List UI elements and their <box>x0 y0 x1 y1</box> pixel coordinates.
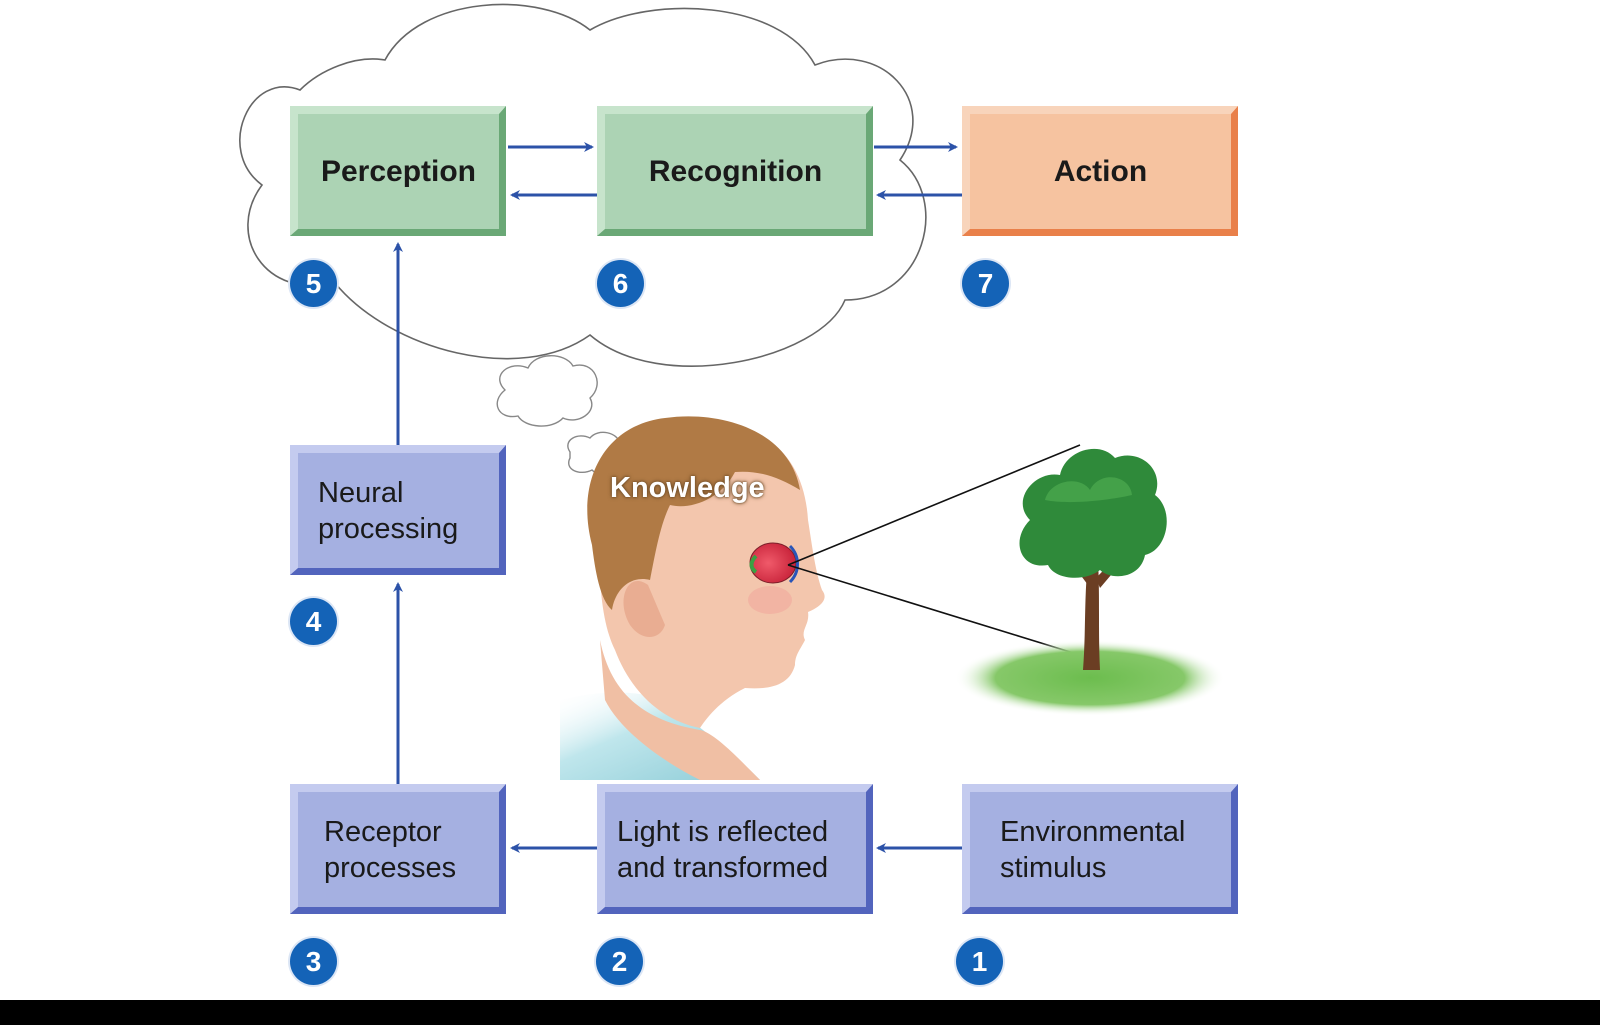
action-box: Action <box>962 106 1238 236</box>
step-badge-3: 3 <box>290 938 337 985</box>
receptor-processes-box: Receptor processes <box>290 784 506 914</box>
environmental-stimulus-box: Environmental stimulus <box>962 784 1238 914</box>
light-reflected-box: Light is reflected and transformed <box>597 784 873 914</box>
step-badge-4: 4 <box>290 598 337 645</box>
recognition-label: Recognition <box>648 154 823 188</box>
diagram-canvas <box>239 3 1225 853</box>
receptor-processes-label: Receptor processes <box>324 815 457 884</box>
bottom-bar <box>0 1000 1600 1025</box>
step-badge-5: 5 <box>290 260 337 307</box>
neural-processing-label: Neural processing <box>318 476 459 545</box>
tree-trunk <box>1083 560 1100 670</box>
hair <box>587 416 800 610</box>
cheek-blush <box>748 586 792 614</box>
head-illustration <box>560 416 825 780</box>
step-badge-2: 2 <box>596 938 643 985</box>
action-label: Action <box>1053 154 1148 188</box>
step-badge-6: 6 <box>597 260 644 307</box>
step-badge-7: 7 <box>962 260 1009 307</box>
knowledge-label: Knowledge <box>610 472 765 504</box>
step-badge-1: 1 <box>956 938 1003 985</box>
perception-label: Perception <box>320 154 477 188</box>
ear <box>623 580 665 638</box>
sight-line <box>787 564 1081 656</box>
neural-processing-box: Neural processing <box>290 445 506 575</box>
sight-line <box>787 444 1081 566</box>
cloud-icon <box>239 3 927 367</box>
neck <box>600 640 760 780</box>
environmental-stimulus-label: Environmental stimulus <box>1000 815 1186 884</box>
light-reflected-label: Light is reflected and transformed <box>617 815 829 884</box>
recognition-box: Recognition <box>597 106 873 236</box>
thought-bubble-icon <box>496 355 598 427</box>
eye-icon <box>749 542 799 584</box>
perception-box: Perception <box>290 106 506 236</box>
tree-icon <box>955 448 1225 716</box>
grass <box>955 640 1225 716</box>
tree-canopy <box>1019 448 1167 578</box>
